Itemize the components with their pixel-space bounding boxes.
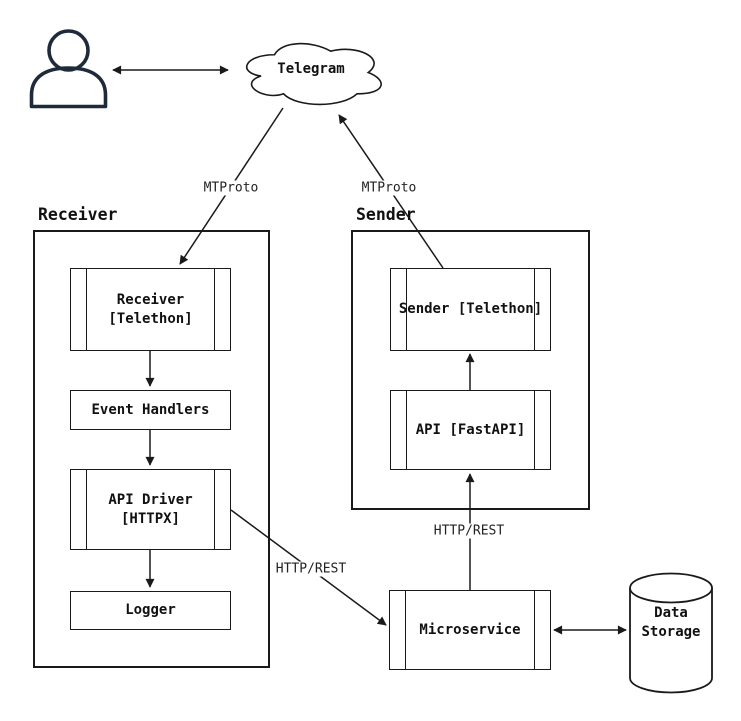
node-receiver-telethon: Receiver [Telethon] [70, 268, 231, 351]
node-logger-label: Logger [125, 602, 176, 618]
node-api-fastapi: API [FastAPI] [390, 390, 551, 470]
node-sender-telethon-label: Sender [Telethon] [398, 301, 543, 317]
node-api-driver: API Driver [HTTPX] [70, 469, 231, 550]
node-data-storage-line1: Data [654, 605, 688, 621]
node-event-handlers: Event Handlers [70, 390, 231, 430]
sender-group-box [351, 230, 590, 510]
node-sender-telethon: Sender [Telethon] [390, 268, 551, 351]
user-person-icon [29, 29, 108, 109]
receiver-group-title: Receiver [38, 205, 118, 224]
edge-label-httprest-right: HTTP/REST [430, 523, 508, 539]
node-api-fastapi-label: API [FastAPI] [415, 421, 526, 438]
node-api-driver-line1: API Driver [108, 491, 193, 508]
node-data-storage-label: Data Storage [630, 604, 712, 642]
edge-label-mtproto-left: MTProto [200, 180, 262, 196]
node-receiver-telethon-line2: [Telethon] [108, 310, 193, 327]
node-api-driver-line2: [HTTPX] [120, 510, 180, 527]
node-microservice-label: Microservice [419, 621, 521, 638]
edge-label-mtproto-right: MTProto [358, 180, 420, 196]
data-storage-cylinder [629, 572, 713, 694]
node-event-handlers-label: Event Handlers [91, 401, 210, 418]
node-data-storage-line2: Storage [641, 624, 701, 640]
edge-label-httprest-left: HTTP/REST [272, 561, 350, 577]
sender-group-title: Sender [356, 205, 416, 224]
receiver-group-box [33, 230, 270, 668]
node-logger: Logger [70, 591, 231, 630]
node-microservice: Microservice [389, 590, 551, 670]
telegram-cloud-shape [246, 42, 382, 106]
node-receiver-telethon-line1: Receiver [116, 291, 185, 308]
telegram-cloud-label: Telegram [277, 61, 345, 77]
